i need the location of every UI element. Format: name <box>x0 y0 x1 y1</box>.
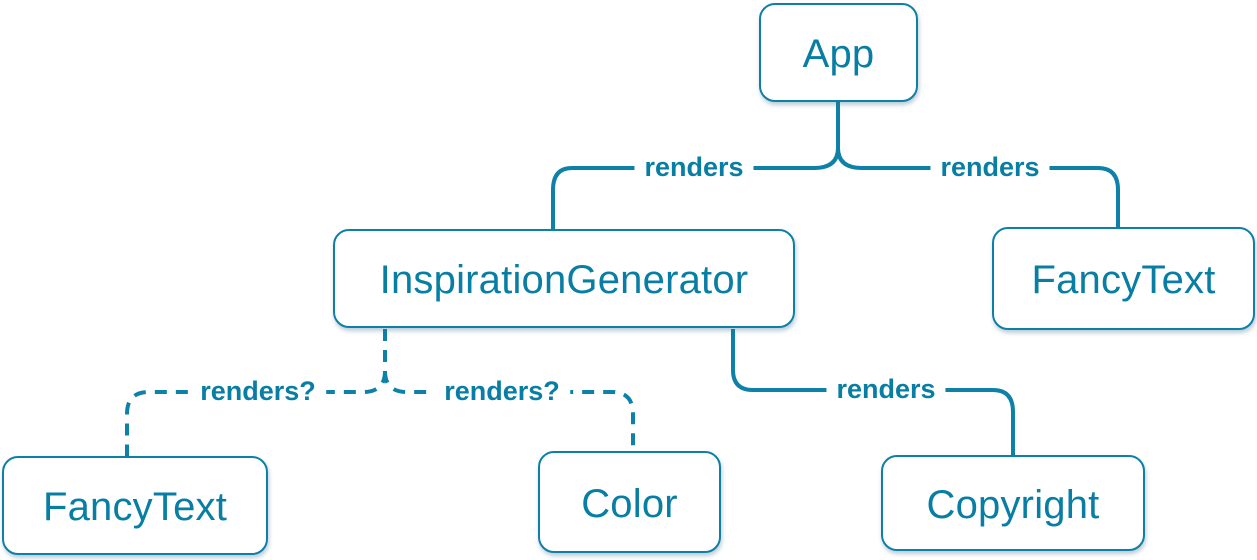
node-copyright-label: Copyright <box>926 482 1100 527</box>
node-inspiration-generator-label: InspirationGenerator <box>379 258 749 302</box>
node-color: Color <box>538 451 721 553</box>
node-fancy-text-top: FancyText <box>992 227 1255 330</box>
edge-label-inspirationgenerator-copyright: renders <box>826 374 946 405</box>
node-fancy-text-bottom-label: FancyText <box>42 485 228 529</box>
node-fancy-text-bottom: FancyText <box>2 456 268 555</box>
edge-app-inspirationgenerator-line <box>551 147 840 230</box>
edge-label-app-inspirationgenerator: renders <box>634 152 754 183</box>
node-app-label: App <box>802 32 875 76</box>
edge-inspirationgenerator-color-line <box>383 370 635 452</box>
edge-label-inspirationgenerator-color: renders? <box>434 376 570 407</box>
node-copyright: Copyright <box>881 455 1145 551</box>
node-fancy-text-top-label: FancyText <box>1031 258 1216 302</box>
node-app: App <box>759 3 918 102</box>
edge-label-app-fancytext: renders <box>930 152 1050 183</box>
node-inspiration-generator: InspirationGenerator <box>333 229 795 328</box>
edge-inspirationgenerator-fancytext-line <box>125 370 387 457</box>
node-color-label: Color <box>581 481 678 526</box>
edge-app-fancytext-line <box>836 147 1120 228</box>
edge-label-inspirationgenerator-fancytext: renders? <box>190 376 326 407</box>
